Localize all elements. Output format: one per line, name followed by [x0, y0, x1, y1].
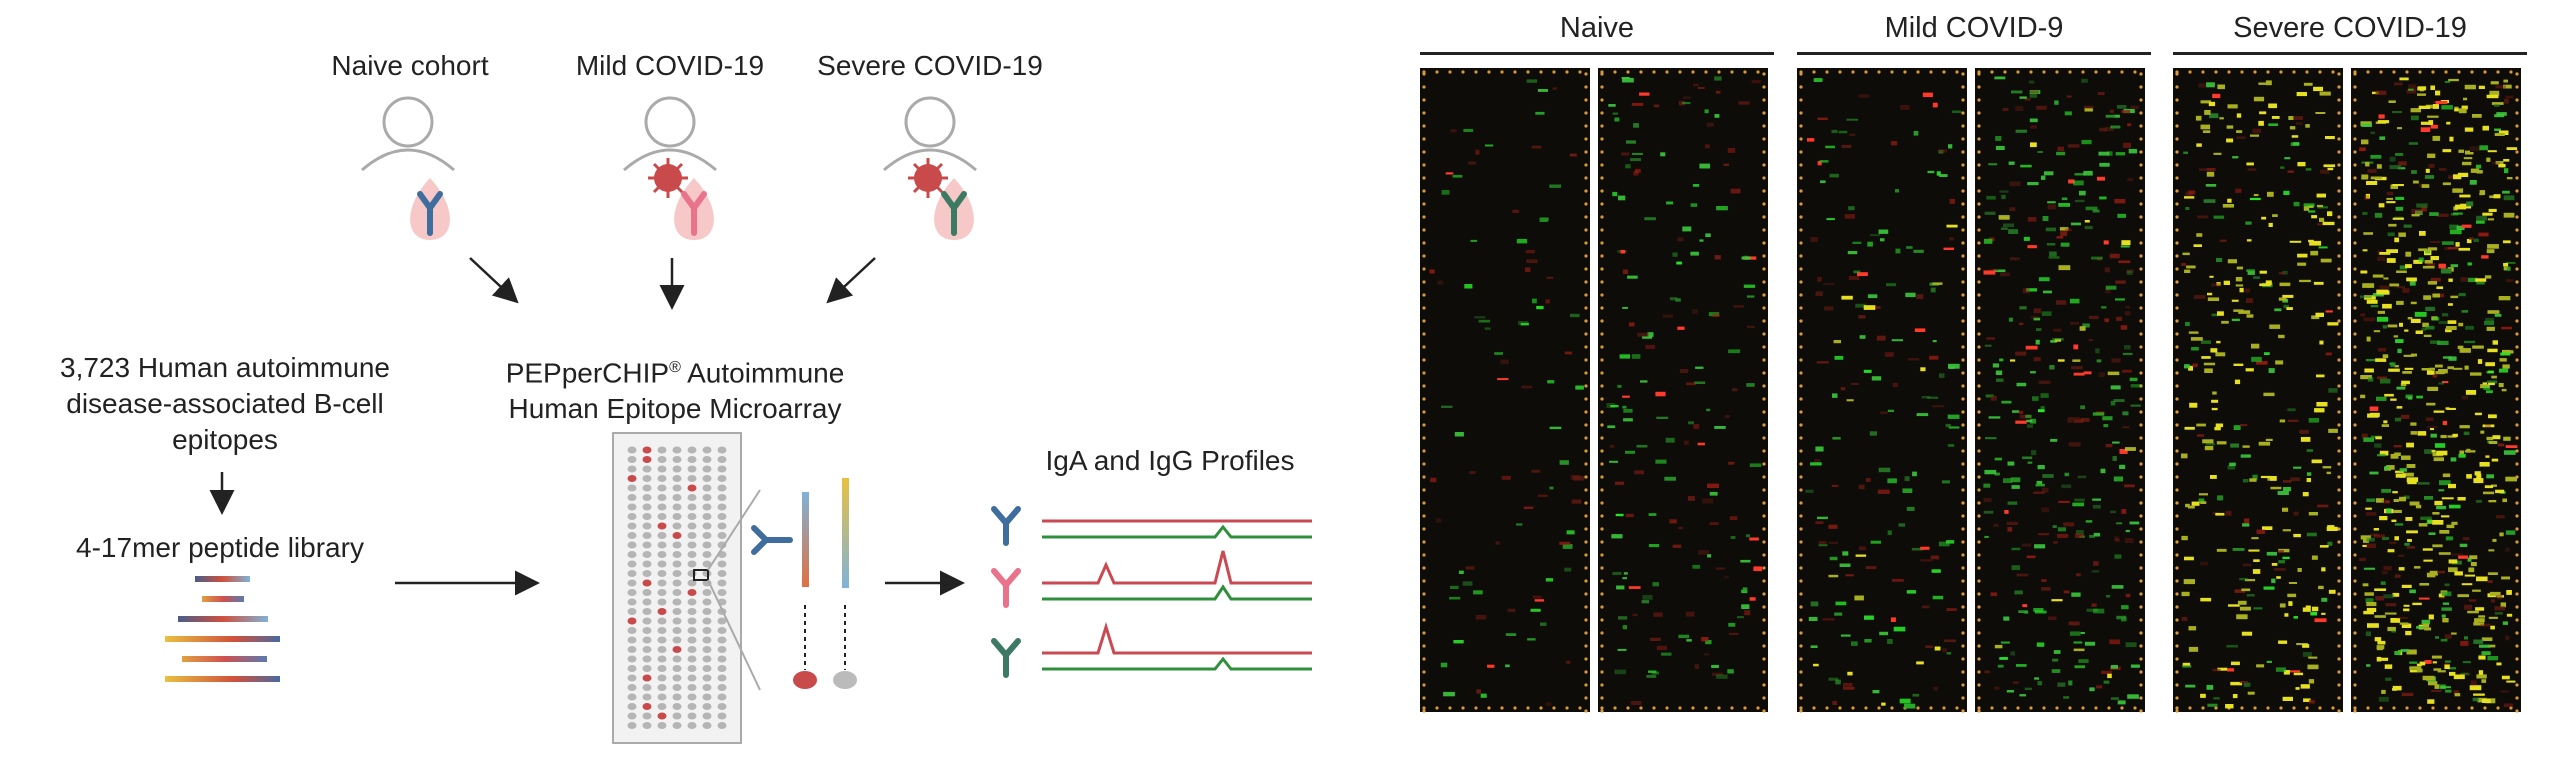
scan-half [1598, 68, 1768, 712]
cohort-arrows [209, 257, 965, 596]
cohort-label-severe: Severe COVID-19 [817, 50, 1043, 81]
person-severe-icon [883, 96, 977, 240]
cohort-label-mild: Mild COVID-19 [575, 50, 765, 81]
antibody-icon-row-1 [991, 506, 1021, 546]
scan-underline-naive [1420, 52, 1774, 55]
scan-half [1797, 68, 1967, 712]
scan-title-naive: Naive [1559, 12, 1635, 44]
arrow-naive [469, 257, 519, 304]
profiles-label: IgA and IgG Profiles [1045, 445, 1295, 476]
scan-panel-1 [1797, 68, 2145, 713]
microarray-title: PEPperCHIP® Autoimmune Human Epitope Mic… [505, 357, 845, 425]
scan-half [2173, 68, 2343, 712]
peptide-library-bars [165, 576, 280, 682]
scan-title-mild: Mild COVID-9 [1884, 12, 2064, 44]
library-source-text: 3,723 Human autoimmune disease-associate… [60, 352, 390, 455]
scan-panel-0 [1420, 68, 1768, 713]
zoom-antibody-icon [751, 525, 793, 555]
scan-title-severe: Severe COVID-19 [2233, 12, 2467, 44]
igg-profile-2 [1042, 584, 1312, 601]
person-naive-icon [361, 96, 455, 240]
iga-profile-2 [1042, 550, 1312, 585]
iga-profile-3 [1042, 621, 1312, 655]
virus-icon [908, 158, 948, 198]
person-mild-icon [623, 96, 717, 240]
igg-profile-1 [1042, 524, 1312, 539]
microarray-zoom [693, 478, 857, 691]
cohort-label-naive: Naive cohort [331, 50, 489, 81]
microarray-slide [612, 432, 742, 744]
igg-profile-3 [1042, 656, 1312, 671]
antibody-icon-row-3 [991, 638, 1021, 678]
arrow-severe [826, 257, 876, 304]
scan-half [1420, 68, 1590, 712]
scan-underline-severe [2173, 52, 2527, 55]
profiles-chart [991, 506, 1312, 678]
library-label: 4-17mer peptide library [76, 532, 364, 563]
antibody-icon-row-2 [991, 568, 1021, 608]
scan-half [1975, 68, 2145, 712]
virus-icon [648, 158, 688, 198]
scan-panel-2 [2173, 68, 2521, 713]
scan-underline-mild [1797, 52, 2151, 55]
